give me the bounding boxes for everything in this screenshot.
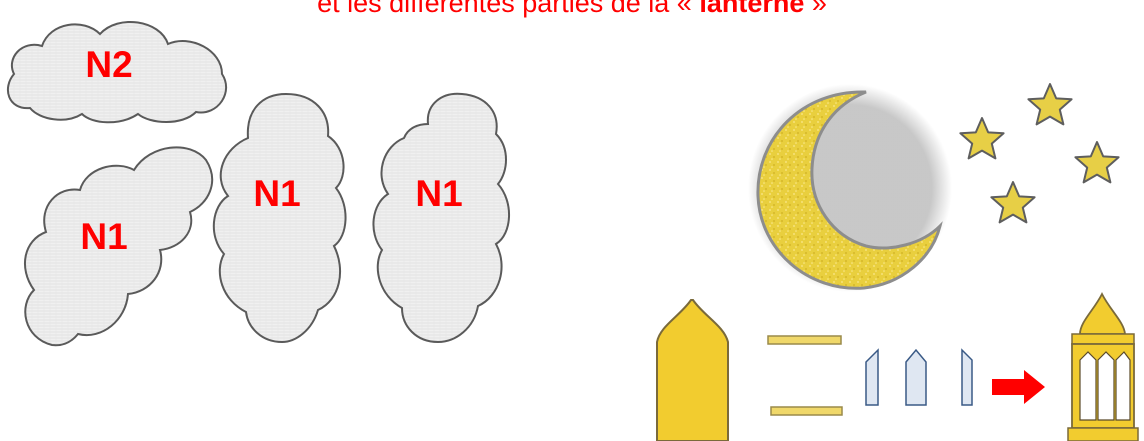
lantern-rim: [1071, 333, 1135, 345]
lantern-base: [1067, 427, 1139, 441]
crescent-moon[interactable]: [748, 84, 952, 292]
window-panel-middle[interactable]: [905, 348, 927, 406]
page-heading: et les différentes parties de la « lante…: [0, 0, 1144, 20]
lantern-window: [1097, 351, 1115, 421]
cloud-n2[interactable]: N2: [6, 20, 228, 124]
cloud-shape: [372, 92, 511, 344]
star-icon[interactable]: [959, 117, 1005, 160]
lantern-dome: [1079, 291, 1126, 335]
cloud-shape: [24, 146, 214, 347]
lantern-body-piece[interactable]: [656, 299, 729, 441]
cloud-shape: [212, 92, 347, 344]
lantern-window-panels: [865, 348, 973, 406]
cloud-label: N1: [253, 173, 300, 214]
lantern-window: [1079, 351, 1097, 421]
stars-group: [959, 83, 1120, 224]
cloud-shape: [6, 20, 228, 124]
lantern-bar-bottom[interactable]: [770, 406, 843, 416]
cloud-n1-left[interactable]: N1: [24, 146, 214, 347]
cloud-label: N1: [80, 216, 127, 257]
window-panel-left[interactable]: [865, 348, 879, 406]
cloud-n1-middle[interactable]: N1: [212, 92, 347, 344]
lantern-body-shape: [656, 299, 729, 441]
lantern-icon[interactable]: [1067, 291, 1139, 441]
star-icon[interactable]: [1074, 141, 1120, 184]
star-icon[interactable]: [990, 181, 1036, 224]
lantern-window: [1115, 351, 1131, 421]
cloud-n1-right[interactable]: N1: [372, 92, 511, 344]
lantern-bars: [767, 335, 843, 416]
cloud-label: N2: [85, 44, 132, 85]
cloud-label: N1: [415, 173, 462, 214]
heading-text-start: et les différentes parties de la «: [317, 0, 700, 18]
star-icon[interactable]: [1027, 83, 1073, 126]
heading-keyword: lanterne: [699, 0, 805, 18]
arrow-right-icon: [992, 370, 1045, 404]
window-panel-right[interactable]: [961, 348, 973, 406]
heading-text-end: »: [804, 0, 827, 18]
lantern-bar-top[interactable]: [767, 335, 842, 345]
crescent-moon-icon: [756, 90, 943, 290]
